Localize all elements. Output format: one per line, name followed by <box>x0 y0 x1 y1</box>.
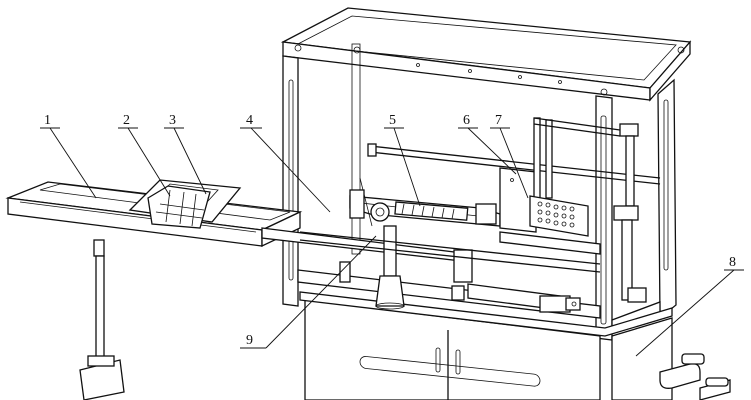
callout-8: 8 <box>729 255 736 270</box>
callout-7: 7 <box>495 113 502 128</box>
guide-rails <box>299 143 661 273</box>
rack-holes <box>537 201 575 228</box>
leader-lines <box>40 127 744 357</box>
pipe-fittings <box>659 353 731 400</box>
vertical-panel <box>499 167 537 233</box>
lead-screw-module <box>349 177 501 227</box>
lower-drive <box>451 283 581 313</box>
callout-6: 6 <box>463 113 470 128</box>
callout-5: 5 <box>389 113 396 128</box>
callout-3: 3 <box>169 113 176 128</box>
cabinet-base <box>299 291 673 400</box>
callout-9: 9 <box>246 333 253 348</box>
callout-4: 4 <box>246 113 253 128</box>
callout-1: 1 <box>44 113 51 128</box>
callout-2: 2 <box>123 113 130 128</box>
gripper-rack <box>499 117 647 303</box>
callout-labels: 1 2 3 4 5 6 7 8 9 <box>44 113 736 348</box>
dispense-column <box>339 225 473 310</box>
tray-assembly <box>128 179 242 229</box>
